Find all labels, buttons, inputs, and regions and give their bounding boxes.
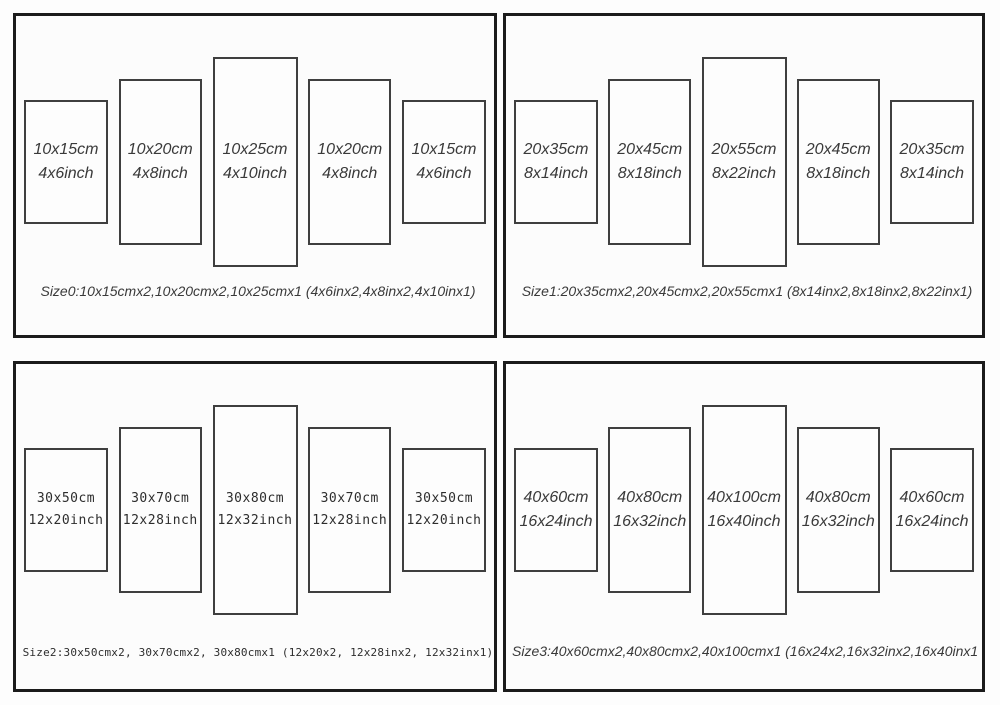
board-size-inch: 12x32inch xyxy=(217,513,293,528)
board-size-inch: 4x6inch xyxy=(416,165,472,182)
board-size-inch: 16x24inch xyxy=(895,513,969,530)
board-size-cm: 20x55cm xyxy=(711,141,777,158)
canvas-board: 30x80cm 12x32inch xyxy=(212,405,298,615)
board-size-cm: 20x35cm xyxy=(899,141,965,158)
board-size-cm: 10x15cm xyxy=(33,141,99,158)
board-row: 40x60cm 16x24inch 40x80cm 16x32inch 40x1… xyxy=(514,405,974,615)
panel-caption: Size2:30x50cmx2, 30x70cmx2, 30x80cmx1 (1… xyxy=(22,646,494,659)
board-size-inch: 12x20inch xyxy=(28,513,104,528)
canvas-board: 10x20cm 4x8inch xyxy=(308,79,392,245)
canvas-board: 20x45cm 8x18inch xyxy=(608,79,692,245)
board-size-inch: 8x22inch xyxy=(711,165,777,182)
canvas-board: 20x55cm 8x22inch xyxy=(701,57,787,267)
canvas-board: 10x20cm 4x8inch xyxy=(118,79,202,245)
board-size-cm: 30x50cm xyxy=(414,491,474,506)
board-size-cm: 10x20cm xyxy=(317,141,383,158)
board-size-cm: 40x60cm xyxy=(523,489,589,506)
board-size-inch: 4x6inch xyxy=(38,165,94,182)
canvas-board: 40x60cm 16x24inch xyxy=(514,448,598,572)
board-row: 10x15cm 4x6inch 10x20cm 4x8inch 10x25cm … xyxy=(24,57,486,267)
board-size-cm: 10x25cm xyxy=(222,141,288,158)
board-size-inch: 8x14inch xyxy=(523,165,589,182)
board-size-inch: 8x18inch xyxy=(806,165,871,182)
canvas-board: 20x35cm 8x14inch xyxy=(890,100,974,224)
board-size-cm: 30x50cm xyxy=(36,491,96,506)
canvas-board: 20x45cm 8x18inch xyxy=(796,79,880,245)
canvas-board: 30x50cm 12x20inch xyxy=(24,448,108,572)
size-chart-panel-size0: 10x15cm 4x6inch 10x20cm 4x8inch 10x25cm … xyxy=(13,13,497,338)
board-size-inch: 4x8inch xyxy=(132,165,188,182)
board-size-inch: 16x40inch xyxy=(707,513,781,530)
board-size-cm: 20x45cm xyxy=(617,141,683,158)
canvas-board: 30x70cm 12x28inch xyxy=(118,427,202,593)
canvas-board: 30x50cm 12x20inch xyxy=(402,448,486,572)
board-size-cm: 40x80cm xyxy=(617,489,683,506)
canvas-board: 40x80cm 16x32inch xyxy=(608,427,692,593)
board-size-inch: 4x10inch xyxy=(222,165,288,182)
board-size-cm: 20x45cm xyxy=(805,141,871,158)
board-size-inch: 16x32inch xyxy=(613,513,687,530)
canvas-board: 10x25cm 4x10inch xyxy=(212,57,298,267)
size-chart-panel-size1: 20x35cm 8x14inch 20x45cm 8x18inch 20x55c… xyxy=(503,13,985,338)
size-chart-panel-size2: 30x50cm 12x20inch 30x70cm 12x28inch 30x8… xyxy=(13,361,497,692)
board-size-cm: 40x80cm xyxy=(805,489,871,506)
canvas-board: 10x15cm 4x6inch xyxy=(402,100,486,224)
canvas-board: 40x60cm 16x24inch xyxy=(890,448,974,572)
canvas-board: 40x100cm 16x40inch xyxy=(701,405,787,615)
board-size-inch: 8x14inch xyxy=(899,165,965,182)
size-chart-grid: 10x15cm 4x6inch 10x20cm 4x8inch 10x25cm … xyxy=(13,13,985,692)
board-size-inch: 12x28inch xyxy=(122,513,198,528)
board-size-cm: 30x80cm xyxy=(225,491,285,506)
canvas-board: 30x70cm 12x28inch xyxy=(308,427,392,593)
board-size-cm: 40x100cm xyxy=(707,489,781,506)
board-size-inch: 4x8inch xyxy=(322,165,378,182)
board-size-cm: 20x35cm xyxy=(523,141,589,158)
board-size-inch: 16x32inch xyxy=(801,513,875,530)
size-chart-panel-size3: 40x60cm 16x24inch 40x80cm 16x32inch 40x1… xyxy=(503,361,985,692)
panel-caption: Size3:40x60cmx2,40x80cmx2,40x100cmx1 (16… xyxy=(512,643,979,659)
canvas-board: 40x80cm 16x32inch xyxy=(796,427,880,593)
board-size-inch: 16x24inch xyxy=(519,513,593,530)
board-size-cm: 10x20cm xyxy=(127,141,193,158)
board-row: 20x35cm 8x14inch 20x45cm 8x18inch 20x55c… xyxy=(514,57,974,267)
board-row: 30x50cm 12x20inch 30x70cm 12x28inch 30x8… xyxy=(24,405,486,615)
board-size-cm: 30x70cm xyxy=(320,491,379,506)
board-size-cm: 10x15cm xyxy=(411,141,477,158)
canvas-board: 10x15cm 4x6inch xyxy=(24,100,108,224)
panel-caption: Size1:20x35cmx2,20x45cmx2,20x55cmx1 (8x1… xyxy=(521,283,973,299)
canvas-board: 20x35cm 8x14inch xyxy=(514,100,598,224)
board-size-inch: 12x28inch xyxy=(312,513,388,528)
panel-caption: Size0:10x15cmx2,10x20cmx2,10x25cmx1 (4x6… xyxy=(40,283,476,299)
board-size-inch: 8x18inch xyxy=(617,165,682,182)
board-size-inch: 12x20inch xyxy=(406,513,482,528)
board-size-cm: 40x60cm xyxy=(899,489,965,506)
board-size-cm: 30x70cm xyxy=(131,491,190,506)
